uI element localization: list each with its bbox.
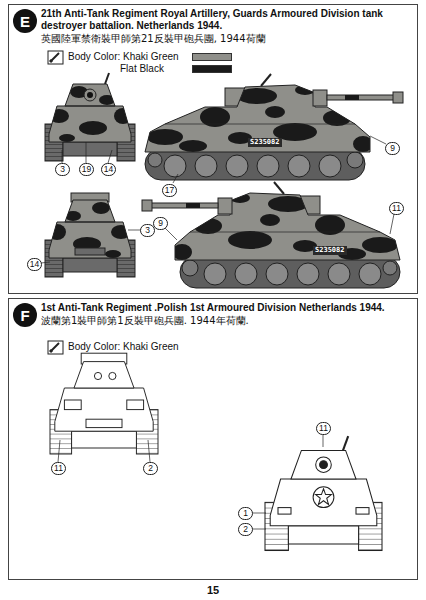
vehicle-serial: S235082	[313, 246, 347, 255]
unit-name-chinese: 波蘭第1裝甲師第1反裝甲砲兵團. 1944年荷蘭.	[41, 314, 413, 327]
legend-text: Body Color: Khaki Green	[68, 341, 179, 353]
legend-text: Flat Black	[120, 63, 164, 75]
callout-number: 1	[238, 507, 253, 520]
callout-number: 2	[143, 462, 158, 475]
vehicle-serial: S235082	[248, 138, 282, 147]
scheme-header: 1st Anti-Tank Regiment .Polish 1st Armou…	[41, 302, 413, 327]
unit-name-chinese: 英國陸軍禁衛裝甲師第21反裝甲砲兵團, 1944荷蘭	[41, 32, 413, 45]
callout-number: 9	[385, 142, 400, 155]
page-number: 15	[207, 584, 219, 597]
callout-number: 14	[101, 163, 116, 176]
scheme-badge: E	[13, 9, 37, 33]
callout-number: 11	[51, 462, 66, 475]
callout-number: 2	[238, 523, 253, 536]
unit-name: 1st Anti-Tank Regiment .Polish 1st Armou…	[41, 302, 413, 314]
callout-number: 17	[162, 184, 177, 197]
color-swatch	[192, 65, 232, 73]
scheme-header: 21th Anti-Tank Regiment Royal Artillery,…	[41, 8, 413, 45]
callout-number: 11	[389, 202, 404, 215]
callout-number: 11	[316, 422, 331, 435]
color-swatch	[192, 53, 232, 61]
scheme-badge: F	[13, 303, 37, 327]
scheme-panel: 21th Anti-Tank Regiment Royal Artillery,…	[8, 4, 418, 294]
callout-number: 14	[27, 258, 42, 271]
scheme-panel: 1st Anti-Tank Regiment .Polish 1st Armou…	[8, 298, 418, 580]
callout-number: 9	[153, 217, 168, 230]
scheme-letter: F	[20, 308, 29, 323]
unit-name: 21th Anti-Tank Regiment Royal Artillery,…	[41, 8, 413, 32]
callout-number: 3	[55, 163, 70, 176]
leader-lines	[41, 136, 394, 529]
legend-text: Body Color: Khaki Green	[68, 51, 179, 63]
scheme-letter: E	[20, 14, 30, 29]
callout-number: 19	[79, 163, 94, 176]
